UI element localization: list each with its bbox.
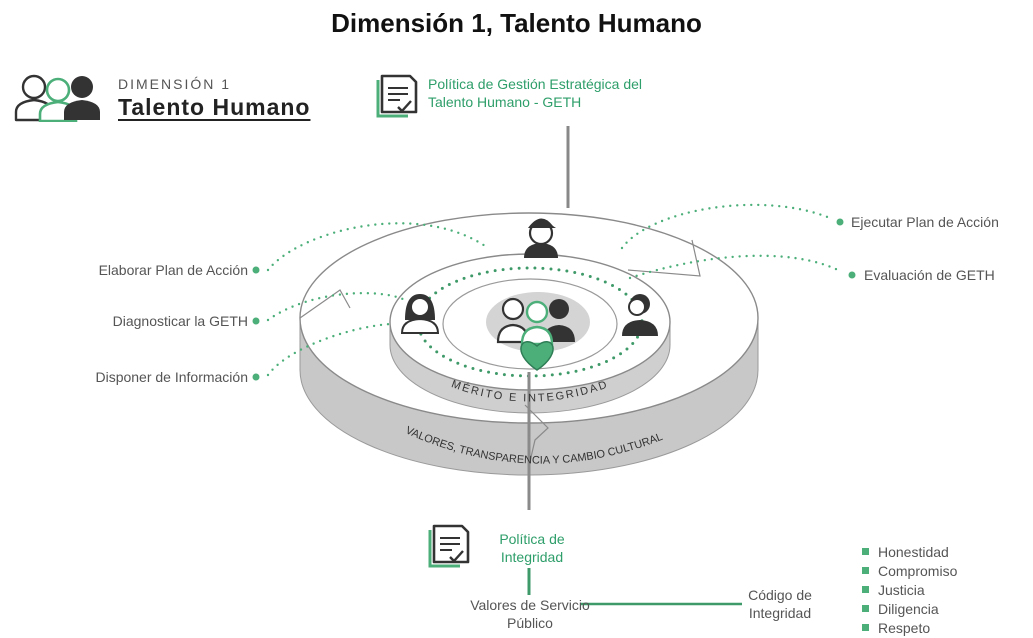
page-title: Dimensión 1, Talento Humano	[331, 8, 702, 38]
people-group-icon	[14, 74, 100, 122]
code-integrity-text: Código de Integridad	[748, 587, 812, 621]
geth-policy-text: Política de Gestión Estratégica del Tale…	[428, 76, 643, 110]
dimension-name: Talento Humano	[118, 94, 311, 120]
person-cap-icon	[524, 218, 558, 258]
person-man-icon	[622, 294, 658, 336]
step-elaborar-plan: Elaborar Plan de Acción	[98, 262, 248, 278]
integrity-policy-text: Política de Integridad	[499, 531, 565, 565]
step-evaluacion: Evaluación de GETH	[864, 267, 995, 283]
value-item: Honestidad	[862, 543, 957, 562]
values-list: Honestidad Compromiso Justicia Diligenci…	[862, 543, 957, 638]
integrity-document-icon	[428, 524, 470, 568]
dimension-label: DIMENSIÓN 1	[118, 76, 232, 92]
core-people-icon	[496, 297, 575, 346]
heart-icon	[520, 340, 554, 371]
public-values-text: Valores de Servicio Público	[470, 597, 590, 631]
value-item: Respeto	[862, 619, 957, 638]
value-item: Diligencia	[862, 600, 957, 619]
step-disponer-informacion: Disponer de Información	[95, 369, 248, 385]
policy-document-icon	[376, 74, 418, 118]
value-item: Compromiso	[862, 562, 957, 581]
step-ejecutar-plan: Ejecutar Plan de Acción	[851, 214, 999, 230]
person-woman-icon	[400, 294, 440, 334]
value-item: Justicia	[862, 581, 957, 600]
step-diagnosticar: Diagnosticar la GETH	[112, 313, 248, 329]
